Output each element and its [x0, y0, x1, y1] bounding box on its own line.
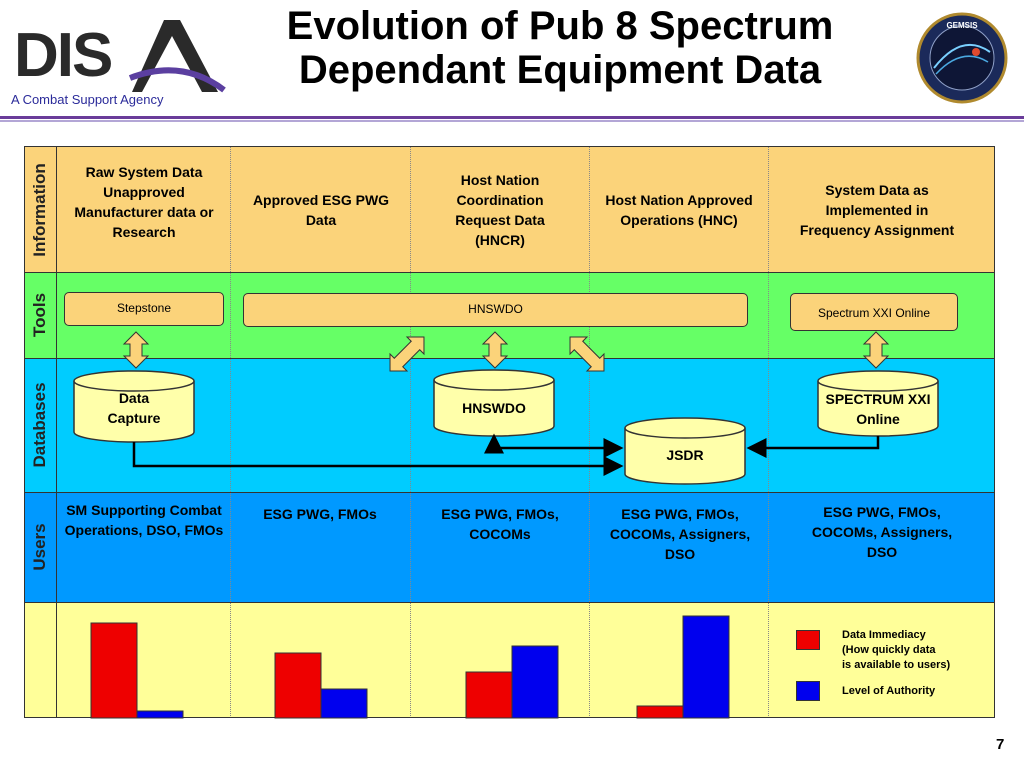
row-label-chart: [24, 602, 57, 718]
agency-tagline: A Combat Support Agency: [11, 92, 164, 107]
db-cylinder-data-capture: [73, 370, 195, 443]
row-label-users: Users: [24, 492, 57, 602]
disa-logo: DIS: [14, 20, 226, 93]
row-label-tools: Tools: [24, 272, 57, 358]
title-line-1: Evolution of Pub 8 Spectrum: [286, 4, 834, 48]
bar-immediacy-4: [636, 705, 684, 719]
column-divider: [230, 147, 231, 718]
double-arrow-spectrum: [862, 331, 890, 369]
db-cylinder-spectrum-xxi: [817, 370, 939, 437]
row-divider: [24, 492, 995, 493]
info-cell-hnc: Host Nation Approved Operations (HNC): [605, 192, 753, 228]
double-arrow-hnswdo-center: [481, 331, 509, 369]
page-title: Evolution of Pub 8 Spectrum Dependant Eq…: [240, 4, 880, 92]
users-cell-3: ESG PWG, FMOs, COCOMs: [441, 506, 559, 542]
bar-immediacy-3: [465, 671, 513, 719]
users-row: [24, 492, 995, 602]
connector-datacapture-to-jsdr: [132, 442, 624, 476]
row-label-databases: Databases: [24, 358, 57, 492]
db-label-hnswdo: HNSWDO: [462, 400, 526, 416]
tool-stepstone: Stepstone: [64, 292, 224, 326]
tool-hnswdo: HNSWDO: [243, 293, 748, 327]
users-cell-1: SM Supporting Combat Operations, DSO, FM…: [64, 502, 224, 538]
header-rule: [0, 116, 1024, 119]
users-cell-2: ESG PWG, FMOs: [263, 506, 377, 522]
db-label-jsdr: JSDR: [666, 447, 704, 463]
column-divider: [589, 147, 590, 718]
legend-swatch-immediacy: [796, 630, 820, 650]
bar-authority-2: [320, 688, 368, 719]
column-divider: [410, 147, 411, 718]
bar-authority-3: [511, 645, 559, 719]
users-cell-5: ESG PWG, FMOs, COCOMs, Assigners, DSO: [811, 504, 953, 560]
legend-authority: Level of Authority: [842, 685, 936, 697]
title-line-2: Dependant Equipment Data: [298, 48, 822, 92]
db-label-spectrum-xxi: SPECTRUM XXI Online: [825, 391, 931, 427]
diagonal-arrow-right: [569, 336, 605, 372]
row-divider: [24, 602, 995, 603]
tool-spectrum-xxi-online: Spectrum XXI Online: [790, 293, 958, 331]
bar-immediacy-2: [274, 652, 322, 719]
info-cell-system-data-implemented: System Data as Implemented in Frequency …: [799, 182, 955, 238]
connector-spectrum-to-jsdr: [746, 436, 880, 458]
svg-text:DIS: DIS: [14, 21, 111, 90]
info-cell-approved-esg: Approved ESG PWG Data: [252, 192, 390, 228]
double-arrow-stepstone: [122, 331, 150, 369]
db-label-data-capture: Data Capture: [107, 390, 161, 426]
bar-authority-1: [136, 710, 184, 719]
information-row: [24, 147, 995, 272]
legend-immediacy: Data Immediacy (How quickly data is avai…: [842, 629, 951, 671]
info-cell-hncr: Host Nation Coordination Request Data (H…: [455, 172, 545, 248]
info-cell-raw-system-data: Raw System Data Unapproved Manufacturer …: [74, 164, 214, 240]
connector-hnswdo-to-jsdr: [484, 433, 624, 458]
row-divider: [24, 272, 995, 273]
row-label-information: Information: [24, 147, 57, 272]
gemsis-seal: GEMSIS: [916, 12, 1008, 104]
users-cell-4: ESG PWG, FMOs, COCOMs, Assigners, DSO: [609, 506, 751, 562]
legend-swatch-authority: [796, 681, 820, 701]
bar-authority-4: [682, 615, 730, 719]
row-divider: [24, 358, 995, 359]
db-cylinder-jsdr: [624, 417, 746, 485]
diagonal-arrow-left: [389, 336, 425, 372]
bar-immediacy-1: [90, 622, 138, 719]
header-rule-light: [0, 120, 1024, 122]
seal-text: GEMSIS: [946, 21, 978, 30]
column-divider: [768, 147, 769, 718]
page-number: 7: [996, 736, 1005, 753]
